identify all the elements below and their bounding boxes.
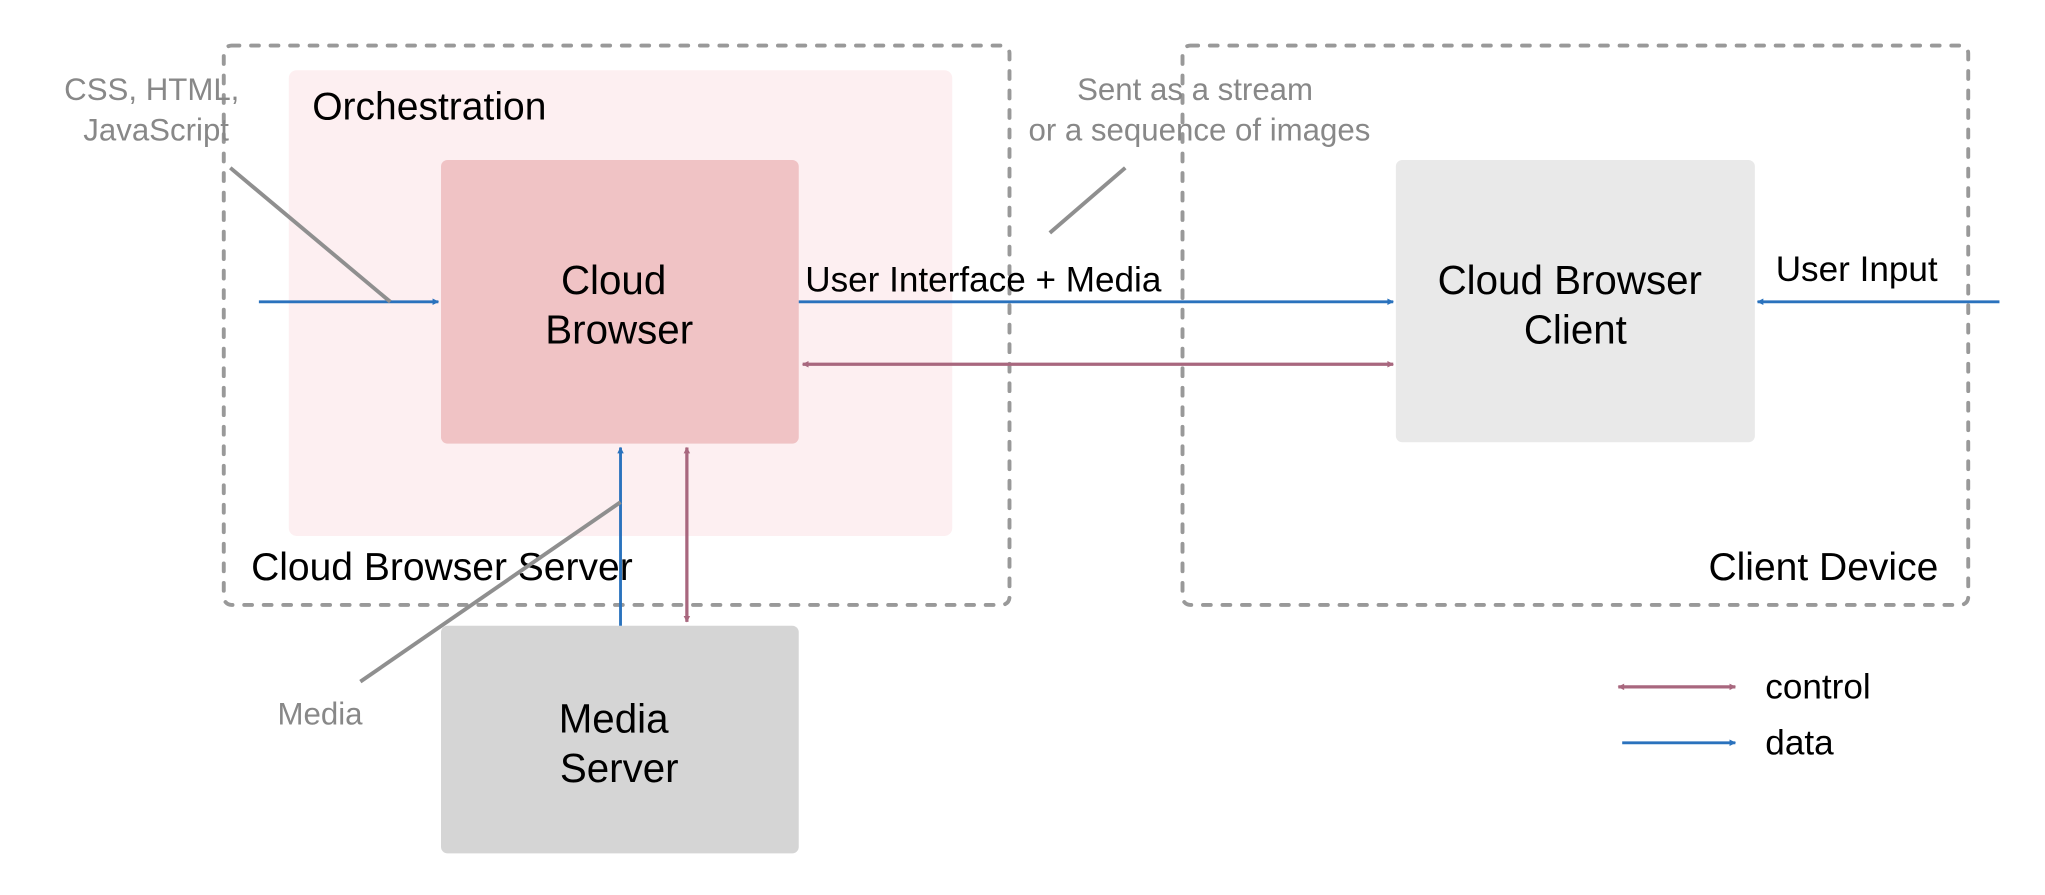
orchestration-label: Orchestration	[312, 86, 546, 129]
web-content-annotation: CSS, HTML, JavaScript	[64, 72, 248, 147]
cloud-browser-server-label: Cloud Browser Server	[251, 546, 633, 589]
media-callout-line	[359, 500, 622, 684]
client-device-label: Client Device	[1708, 546, 1938, 589]
stream-callout-line	[1048, 166, 1127, 235]
legend-data-label: data	[1765, 724, 1834, 763]
media-server-label-line1: Media	[559, 695, 669, 741]
cloud-browser-client-node[interactable]	[1395, 160, 1755, 443]
media-server-label: Media Server	[559, 695, 680, 790]
media-server-node[interactable]	[441, 625, 799, 854]
web-content-annotation-line1: CSS, HTML,	[64, 72, 239, 107]
media-annotation: Media	[278, 697, 364, 732]
cloud-browser-label: Cloud Browser	[545, 257, 693, 352]
ui-media-edge-label: User Interface + Media	[805, 260, 1162, 299]
web-content-callout-line	[229, 166, 392, 304]
cloud-browser-client-label: Cloud Browser Client	[1438, 257, 1714, 352]
web-content-annotation-line2: JavaScript	[83, 112, 229, 147]
cloud-browser-server-boundary	[221, 43, 1012, 607]
legend-control-label: control	[1765, 668, 1870, 707]
stream-annotation-line2: or a sequence of images	[1028, 112, 1370, 147]
cloud-browser-node[interactable]	[441, 160, 799, 444]
legend: control data	[1617, 668, 1871, 763]
cloud-browser-label-line1: Cloud	[561, 257, 666, 303]
cloud-browser-client-label-line2: Client	[1524, 306, 1627, 352]
client-device-boundary	[1180, 43, 1971, 607]
user-input-edge-label: User Input	[1776, 250, 1938, 289]
stream-annotation-line1: Sent as a stream	[1077, 72, 1313, 107]
cloud-browser-client-label-line1: Cloud Browser	[1438, 257, 1702, 303]
stream-annotation: Sent as a stream or a sequence of images	[1028, 72, 1370, 147]
cloud-browser-label-line2: Browser	[545, 306, 693, 352]
media-server-label-line2: Server	[560, 745, 679, 791]
